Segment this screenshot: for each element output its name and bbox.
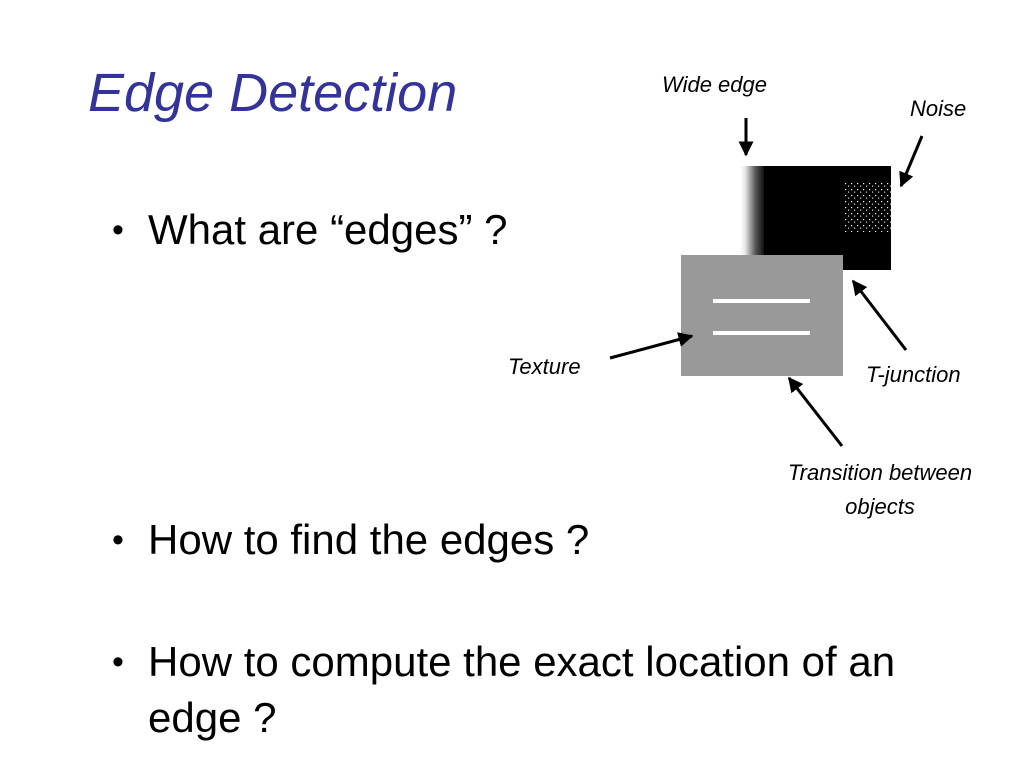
- bullet-text: How to compute the exact location of an …: [148, 638, 896, 741]
- texture-line: [713, 299, 810, 303]
- noise-region: [844, 182, 891, 232]
- label-transition-between-objects: Transition between objects: [787, 460, 973, 519]
- t-junction-arrow: [851, 279, 908, 351]
- bullet-symbol: •: [112, 211, 124, 249]
- bullet-text: What are “edges” ?: [148, 206, 508, 253]
- label-t-junction: T-junction: [866, 362, 961, 387]
- noise-arrow: [899, 135, 924, 188]
- transition-arrow: [787, 376, 844, 447]
- texture-line: [713, 331, 810, 335]
- label-noise: Noise: [910, 96, 967, 121]
- bullet-text: How to find the edges ?: [148, 516, 590, 563]
- bullet-symbol: •: [112, 521, 124, 559]
- wide-edge-gradient: [740, 166, 766, 270]
- slide-title: Edge Detection: [88, 63, 458, 123]
- bullet-symbol: •: [112, 643, 124, 681]
- label-texture: Texture: [508, 354, 581, 379]
- label-wide-edge: Wide edge: [662, 72, 767, 97]
- texture-arrow: [609, 332, 694, 360]
- gray-square: [681, 255, 843, 376]
